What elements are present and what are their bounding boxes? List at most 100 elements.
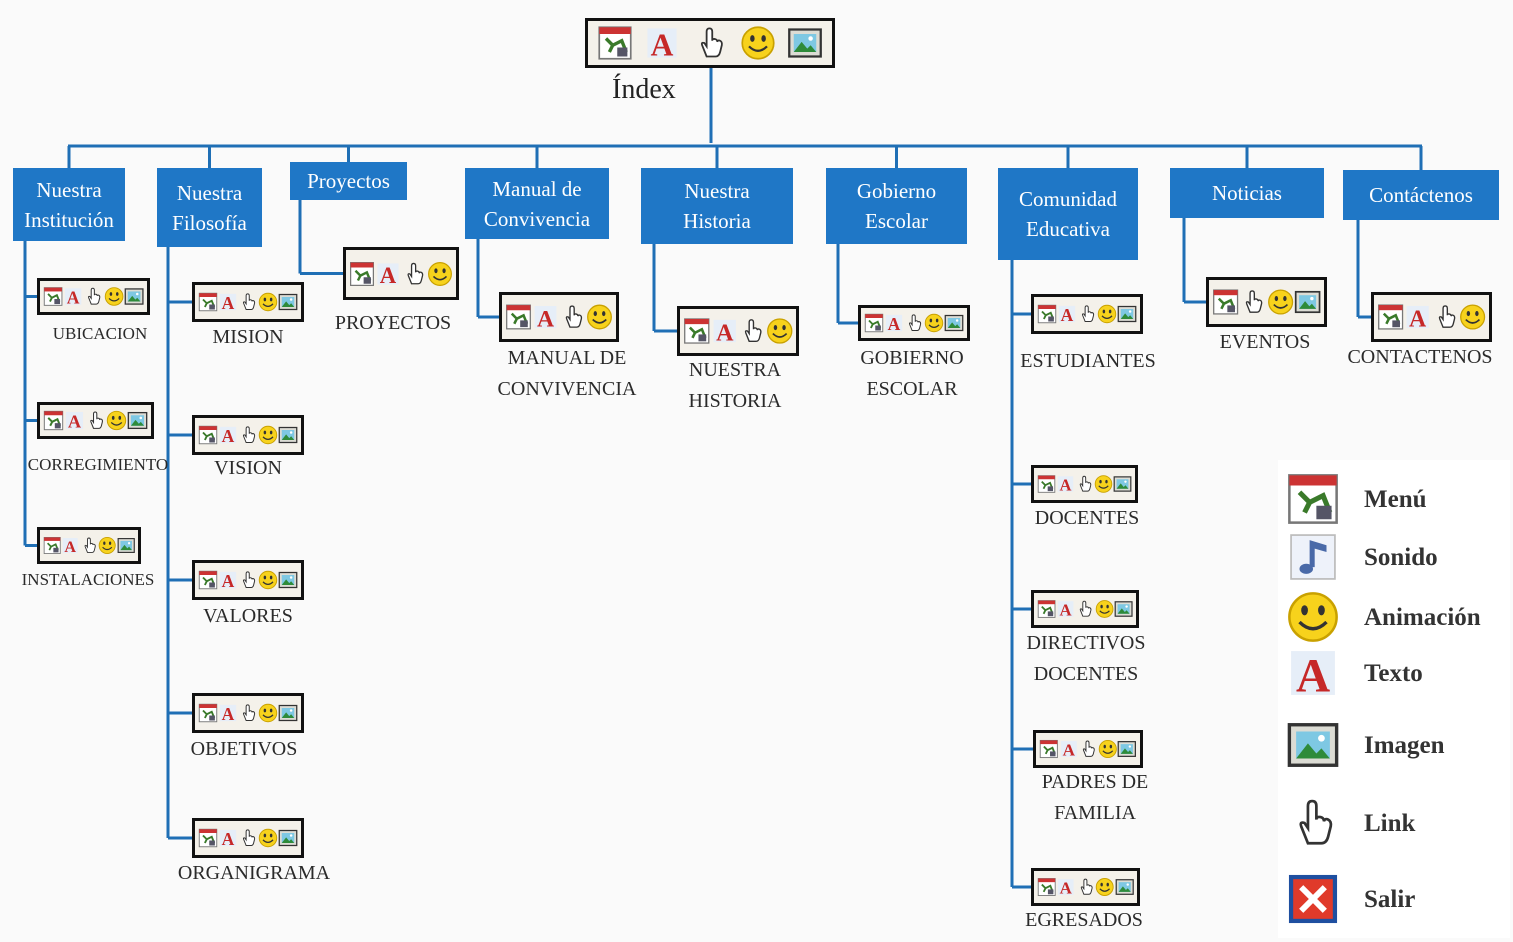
section-manual: Manual de Convivencia [465, 168, 609, 239]
text-icon: A [713, 319, 736, 346]
link-icon [90, 411, 103, 429]
page-icon-strip: A [192, 818, 304, 858]
page-label-contactenos: CONTACTENOS [1347, 346, 1493, 368]
link-icon [1081, 305, 1095, 322]
page-label-comunidad: ESTUDIANTES [1020, 350, 1156, 372]
page-label-comunidad: PADRES DE FAMILIA [1041, 771, 1149, 824]
page-label-historia: NUESTRA HISTORIA [688, 359, 782, 412]
text-icon: A [885, 314, 903, 334]
page-icon-strip: A [343, 247, 459, 300]
page-label-manual: MANUAL DE CONVIVENCIA [497, 347, 637, 400]
text-icon: A [219, 571, 237, 591]
menu-icon [198, 828, 218, 848]
image-icon [117, 538, 135, 553]
menu-icon [198, 703, 218, 723]
animation-icon [258, 425, 278, 445]
page-label-filosofia: VISION [214, 457, 282, 479]
image-icon [124, 288, 144, 305]
image-icon [278, 293, 298, 311]
menu-icon [43, 287, 63, 306]
svg-text:A: A [1061, 305, 1074, 325]
animation-icon [1094, 475, 1113, 493]
page-label-institucion: INSTALACIONES [21, 570, 155, 589]
menu-icon [864, 313, 884, 333]
page-label-filosofia: ORGANIGRAMA [177, 862, 331, 884]
page-label-comunidad: EGRESADOS [1025, 909, 1143, 931]
page-icon-strip: A [37, 527, 141, 564]
page-icon-strip: A [677, 306, 799, 356]
page-label-institucion: UBICACION [52, 324, 148, 343]
legend-icon-wrap [1286, 718, 1340, 777]
animation-icon [258, 292, 278, 312]
page-icon-strip: A [858, 305, 970, 341]
text-icon: A [219, 704, 237, 724]
menu-icon [198, 570, 218, 590]
page-icon-strip: A [192, 282, 304, 322]
animation-icon [1459, 304, 1485, 330]
legend-icon-wrap [1286, 796, 1340, 855]
svg-text:A: A [1060, 476, 1072, 495]
legend-label: Sonido [1364, 544, 1438, 571]
section-institucion: Nuestra Institución [13, 168, 125, 241]
text-icon: A [647, 27, 678, 61]
image-icon [278, 704, 298, 722]
text-icon: A [377, 262, 399, 287]
animation-icon [98, 537, 116, 554]
legend-icon-wrap [1286, 530, 1340, 589]
link-icon [744, 319, 762, 342]
text-icon: A [1058, 601, 1074, 620]
page-label-filosofia: MISION [212, 326, 284, 348]
link-icon [565, 305, 583, 328]
svg-text:A: A [651, 27, 674, 61]
animation-icon [258, 703, 278, 723]
text-icon: A [1058, 305, 1076, 325]
image-icon [1117, 741, 1137, 757]
animation-icon [1097, 304, 1117, 324]
text-icon: A [65, 287, 82, 307]
svg-text:A: A [65, 539, 77, 556]
svg-text:A: A [1062, 741, 1075, 760]
page-label-proyectos: PROYECTOS [334, 312, 452, 334]
legend-label: Menú [1364, 486, 1427, 513]
page-label-institucion: CORREGIMIENTO [27, 455, 169, 474]
svg-text:A: A [1060, 601, 1072, 620]
svg-text:A: A [888, 314, 901, 334]
section-historia: Nuestra Historia [641, 168, 793, 244]
section-proyectos: Proyectos [290, 162, 407, 200]
link-icon [88, 287, 101, 305]
link-icon [242, 426, 256, 443]
menu-icon [198, 425, 218, 445]
text-icon: A [219, 293, 237, 313]
link-icon [908, 314, 922, 331]
exit-icon [1288, 874, 1338, 924]
animation-icon [258, 570, 278, 590]
image-icon [278, 829, 298, 847]
link-icon [1080, 600, 1092, 617]
animation-icon [740, 26, 775, 60]
page-icon-strip: A [1033, 730, 1143, 768]
page-icon-strip: A [37, 402, 154, 439]
page-icon-strip: A [192, 415, 304, 455]
page-icon-strip: A [1031, 294, 1143, 334]
menu-icon [1288, 474, 1338, 524]
root-label: Índex [612, 74, 676, 105]
text-icon: A [1060, 741, 1077, 760]
section-gobierno: Gobierno Escolar [826, 168, 967, 244]
link-icon [242, 829, 256, 846]
animation-icon [1095, 600, 1114, 618]
link-icon [407, 262, 424, 284]
animation-icon [428, 261, 452, 286]
link-icon [1079, 475, 1092, 492]
menu-icon [350, 261, 374, 286]
page-icon-strip: A [192, 560, 304, 600]
image-icon [278, 571, 298, 589]
page-icon-strip: A [585, 18, 835, 68]
legend-item: Sonido [1278, 530, 1510, 590]
link-icon [1083, 740, 1095, 757]
page-label-comunidad: DOCENTES [1034, 507, 1140, 529]
animation-icon [587, 304, 612, 330]
menu-icon [1037, 600, 1056, 618]
link-icon [1438, 305, 1455, 328]
animation-icon [1095, 878, 1114, 896]
